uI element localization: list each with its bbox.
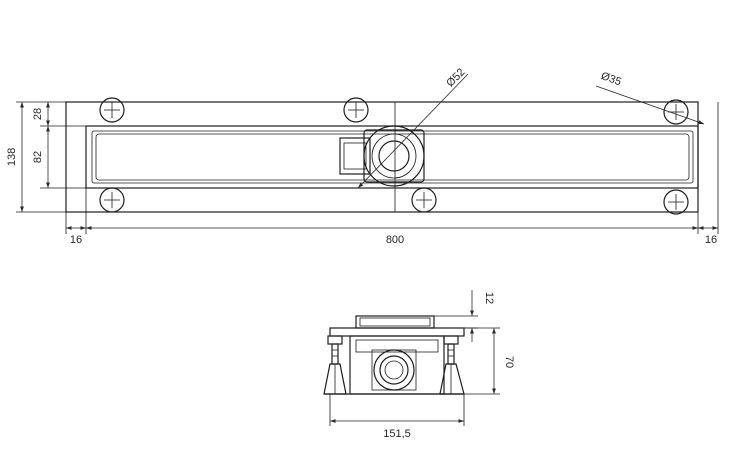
dim-left-margin: 16 xyxy=(70,234,82,246)
grate-inner xyxy=(91,130,694,184)
dim-hole-diameter: Ø35 xyxy=(599,70,623,88)
crosshair-circle-icon xyxy=(99,187,125,213)
dim-right-margin: 16 xyxy=(705,234,717,246)
outlet-body xyxy=(339,125,425,187)
mounting-holes xyxy=(99,97,689,215)
crosshair-circle-icon xyxy=(663,189,689,215)
section-left-foot xyxy=(323,335,347,395)
left-dimensions: 28 82 138 xyxy=(6,101,86,213)
crosshair-circle-icon xyxy=(663,99,689,125)
plate-outline xyxy=(65,101,699,213)
section-outlet-inner xyxy=(379,355,409,385)
dim-section-top: 12 xyxy=(483,292,495,304)
dim-total-height: 138 xyxy=(6,148,18,166)
dim-section-height: 70 xyxy=(503,356,515,368)
dim-inner-height: 82 xyxy=(32,151,44,163)
outlet-circle-inner xyxy=(378,140,410,172)
dim-top-strip: 28 xyxy=(32,108,44,120)
dim-section-width: 151,5 xyxy=(383,428,411,440)
section-channel xyxy=(349,335,445,395)
section-width-dimension: 151,5 xyxy=(329,394,465,440)
crosshair-circle-icon xyxy=(99,97,125,123)
section-view: 12 70 151,5 xyxy=(323,290,515,440)
bottom-dimensions: 16 800 16 xyxy=(65,102,719,246)
plan-view: 28 82 138 16 800 16 Ø52 Ø35 xyxy=(6,66,719,246)
grate-frame xyxy=(85,125,699,189)
outlet-circle-outer xyxy=(363,125,425,187)
dim-length: 800 xyxy=(386,234,404,246)
crosshair-circle-icon xyxy=(343,97,369,123)
dim-outlet-diameter: Ø52 xyxy=(444,66,467,89)
crosshair-circle-icon xyxy=(411,187,437,213)
section-height-dimension: 70 xyxy=(464,327,515,395)
outlet-diameter-leader: Ø52 xyxy=(357,66,469,189)
section-flange xyxy=(329,327,465,337)
outlet-circle-mid xyxy=(371,133,417,179)
